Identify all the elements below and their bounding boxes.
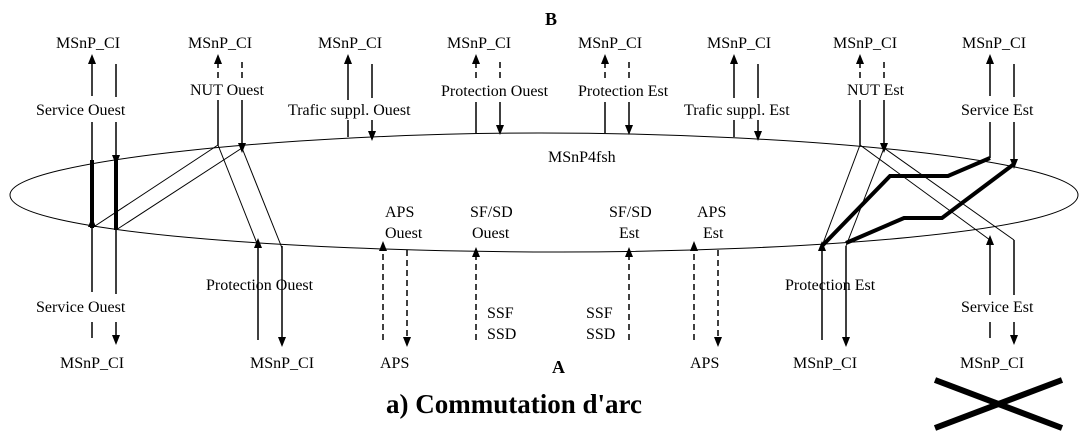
bottom-ci-label: MSnP_CI <box>960 355 1024 372</box>
bottom-ci-label: MSnP_CI <box>60 355 124 372</box>
figure-caption: a) Commutation d'arc <box>386 389 642 419</box>
label-sfsd-ouest-1: SF/SD <box>470 204 513 221</box>
bottom-aps-label: APS <box>690 355 719 372</box>
point-b-label: B <box>545 9 557 29</box>
label-protection-est-top: Protection Est <box>578 83 669 100</box>
top-ci-label: MSnP_CI <box>447 35 511 52</box>
label-sfsd-est-2: Est <box>619 225 640 242</box>
label-nut-ouest: NUT Ouest <box>190 82 264 99</box>
top-ci-labels: MSnP_CI MSnP_CI MSnP_CI MSnP_CI MSnP_CI … <box>56 35 1026 52</box>
top-ci-label: MSnP_CI <box>962 35 1026 52</box>
top-ci-label: MSnP_CI <box>56 35 120 52</box>
label-sfsd-est-1: SF/SD <box>609 204 652 221</box>
label-ssf-right: SSF <box>586 305 613 322</box>
label-aps-est-2: Est <box>703 225 724 242</box>
east-cross-connections <box>821 144 1015 247</box>
top-ci-label: MSnP_CI <box>578 35 642 52</box>
bottom-aps-label: APS <box>380 355 409 372</box>
top-ci-label: MSnP_CI <box>833 35 897 52</box>
label-service-est-top: Service Est <box>961 102 1034 119</box>
label-service-est-bottom: Service Est <box>961 299 1034 316</box>
label-protection-ouest-top: Protection Ouest <box>441 83 549 100</box>
label-service-ouest-bottom: Service Ouest <box>36 299 126 316</box>
west-cross-connections <box>91 144 283 249</box>
top-ci-label: MSnP_CI <box>707 35 771 52</box>
point-a-label: A <box>552 357 565 377</box>
label-sfsd-ouest-2: Ouest <box>472 225 510 242</box>
ring-label: MSnP4fsh <box>548 149 616 166</box>
bottom-ci-label: MSnP_CI <box>793 355 857 372</box>
east-switched-path-thick <box>820 156 991 248</box>
label-aps-ouest-1: APS <box>385 204 414 221</box>
label-aps-est-1: APS <box>697 204 726 221</box>
label-protection-est-bottom: Protection Est <box>785 277 876 294</box>
label-service-ouest-top: Service Ouest <box>36 102 126 119</box>
label-trafic-est: Trafic suppl. Est <box>684 102 790 119</box>
ring-ellipse <box>9 132 1079 253</box>
failure-cross-icon <box>933 377 1064 431</box>
label-protection-ouest-bottom: Protection Ouest <box>206 277 314 294</box>
label-aps-ouest-2: Ouest <box>385 225 423 242</box>
label-ssf-left: SSF <box>487 305 514 322</box>
bottom-ci-label: MSnP_CI <box>250 355 314 372</box>
label-ssd-right: SSD <box>586 326 615 343</box>
top-ci-label: MSnP_CI <box>318 35 382 52</box>
top-ci-label: MSnP_CI <box>188 35 252 52</box>
east-switched-path-thick <box>845 162 1016 245</box>
label-ssd-left: SSD <box>487 326 516 343</box>
label-nut-est: NUT Est <box>847 82 905 99</box>
label-trafic-ouest: Trafic suppl. Ouest <box>288 102 411 119</box>
